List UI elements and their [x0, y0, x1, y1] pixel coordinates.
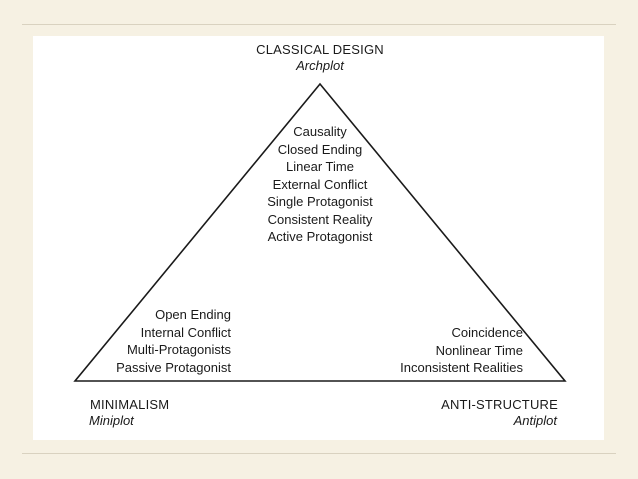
apex-quality: Single Protagonist [267, 194, 373, 209]
right-corner-title: ANTI-STRUCTURE [441, 397, 558, 412]
triangle-outline [73, 82, 567, 382]
left-corner-qualities: Open Ending Internal Conflict Multi-Prot… [83, 306, 231, 376]
right-corner-qualities: Coincidence Nonlinear Time Inconsistent … [373, 324, 523, 377]
right-corner-quality: Nonlinear Time [435, 342, 523, 358]
left-corner-quality: Multi-Protagonists [126, 342, 231, 357]
story-triangle [73, 82, 567, 382]
apex-quality: Causality [293, 124, 347, 139]
apex-quality: Consistent Reality [267, 211, 373, 227]
apex-title: CLASSICAL DESIGN [256, 42, 384, 57]
apex-quality: Active Protagonist [267, 229, 373, 244]
left-corner-quality: Passive Protagonist [116, 359, 231, 375]
right-corner-subtitle: Antiplot [513, 413, 557, 428]
apex-quality: External Conflict [272, 176, 368, 192]
apex-quality: Closed Ending [277, 141, 363, 157]
slide: CLASSICAL DESIGN Archplot Causality Clos… [33, 36, 604, 440]
bottom-divider [22, 453, 616, 454]
left-corner-subtitle: Miniplot [89, 413, 134, 428]
right-corner-quality: Coincidence [451, 325, 523, 340]
left-corner-title: MINIMALISM [90, 397, 170, 412]
left-corner-quality: Internal Conflict [140, 324, 231, 340]
top-divider [22, 24, 616, 25]
apex-quality: Linear Time [286, 159, 354, 174]
left-corner-quality: Open Ending [155, 307, 231, 322]
right-corner-quality: Inconsistent Realities [400, 360, 523, 375]
apex-subtitle: Archplot [296, 58, 344, 73]
apex-qualities: Causality Closed Ending Linear Time Exte… [220, 123, 420, 246]
